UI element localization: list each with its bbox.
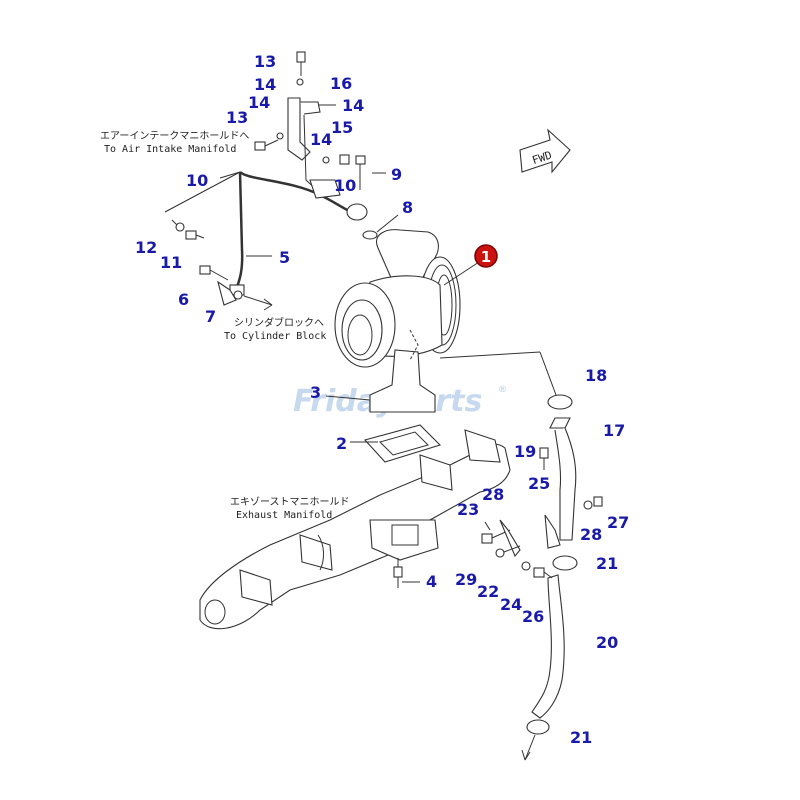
callout-23[interactable]: 23 (457, 500, 479, 519)
callout-24[interactable]: 24 (500, 595, 522, 614)
callout-27[interactable]: 27 (607, 513, 629, 532)
callout-12[interactable]: 12 (135, 238, 157, 257)
stud-bolt (393, 558, 420, 588)
callout-21-upper[interactable]: 21 (596, 554, 618, 573)
main-part-badge (474, 244, 498, 268)
callout-26[interactable]: 26 (522, 607, 544, 626)
fwd-arrow-icon: FWD (519, 128, 571, 174)
callout-29[interactable]: 29 (455, 570, 477, 589)
fwd-label: FWD (531, 149, 554, 168)
callout-14-mid[interactable]: 14 (310, 130, 332, 149)
callout-3[interactable]: 3 (310, 383, 321, 402)
callout-14-left[interactable]: 14 (248, 93, 270, 112)
fittings-left (164, 171, 273, 311)
watermark-registered: ® (498, 385, 507, 395)
callout-2[interactable]: 2 (336, 434, 347, 453)
callout-25[interactable]: 25 (528, 474, 550, 493)
callout-18[interactable]: 18 (585, 366, 607, 385)
main-part-label: 1 (481, 248, 491, 266)
callout-13-top[interactable]: 13 (254, 52, 276, 71)
callout-9[interactable]: 9 (391, 165, 402, 184)
callout-22[interactable]: 22 (477, 582, 499, 601)
callout-4[interactable]: 4 (426, 572, 437, 591)
bracket-clamps (254, 51, 399, 240)
callout-28-lower[interactable]: 28 (580, 525, 602, 544)
gasket (363, 424, 442, 463)
callout-14-top[interactable]: 14 (254, 75, 276, 94)
turbocharger (334, 229, 461, 413)
callout-19[interactable]: 19 (514, 442, 536, 461)
callout-17[interactable]: 17 (603, 421, 625, 440)
note-exhaust-en: Exhaust Manifold (236, 510, 332, 521)
callout-13-left[interactable]: 13 (226, 108, 248, 127)
callout-numbers: 13 14 16 14 14 13 14 15 10 10 9 8 12 11 … (135, 52, 629, 747)
callout-5[interactable]: 5 (279, 248, 290, 267)
callout-21-lower[interactable]: 21 (570, 728, 592, 747)
callout-10-right[interactable]: 10 (334, 176, 356, 195)
callout-6[interactable]: 6 (178, 290, 189, 309)
note-cylinder-en: To Cylinder Block (224, 331, 326, 342)
callout-15[interactable]: 15 (331, 118, 353, 137)
callout-28-upper[interactable]: 28 (482, 485, 504, 504)
note-exhaust-jp: エキゾーストマニホールド (230, 496, 350, 508)
callout-20[interactable]: 20 (596, 633, 618, 652)
callout-16[interactable]: 16 (330, 74, 352, 93)
gasket-inner (379, 431, 429, 456)
callout-14-right[interactable]: 14 (342, 96, 364, 115)
note-cylinder-jp: シリンダブロックへ (234, 316, 324, 329)
main-part-marker[interactable]: 1 (474, 244, 498, 268)
callout-11[interactable]: 11 (160, 253, 182, 272)
callout-10-left[interactable]: 10 (186, 171, 208, 190)
callout-7[interactable]: 7 (205, 307, 216, 326)
callout-8[interactable]: 8 (402, 198, 413, 217)
leader-lines (219, 171, 557, 443)
exhaust-manifold (199, 429, 511, 630)
note-air-intake-jp: エアーインテークマニホールドへ (100, 130, 249, 142)
note-air-intake-en: To Air Intake Manifold (104, 144, 236, 155)
oil-return-assembly (481, 394, 603, 761)
destination-notes: エアーインテークマニホールドへ To Air Intake Manifold シ… (100, 130, 350, 521)
